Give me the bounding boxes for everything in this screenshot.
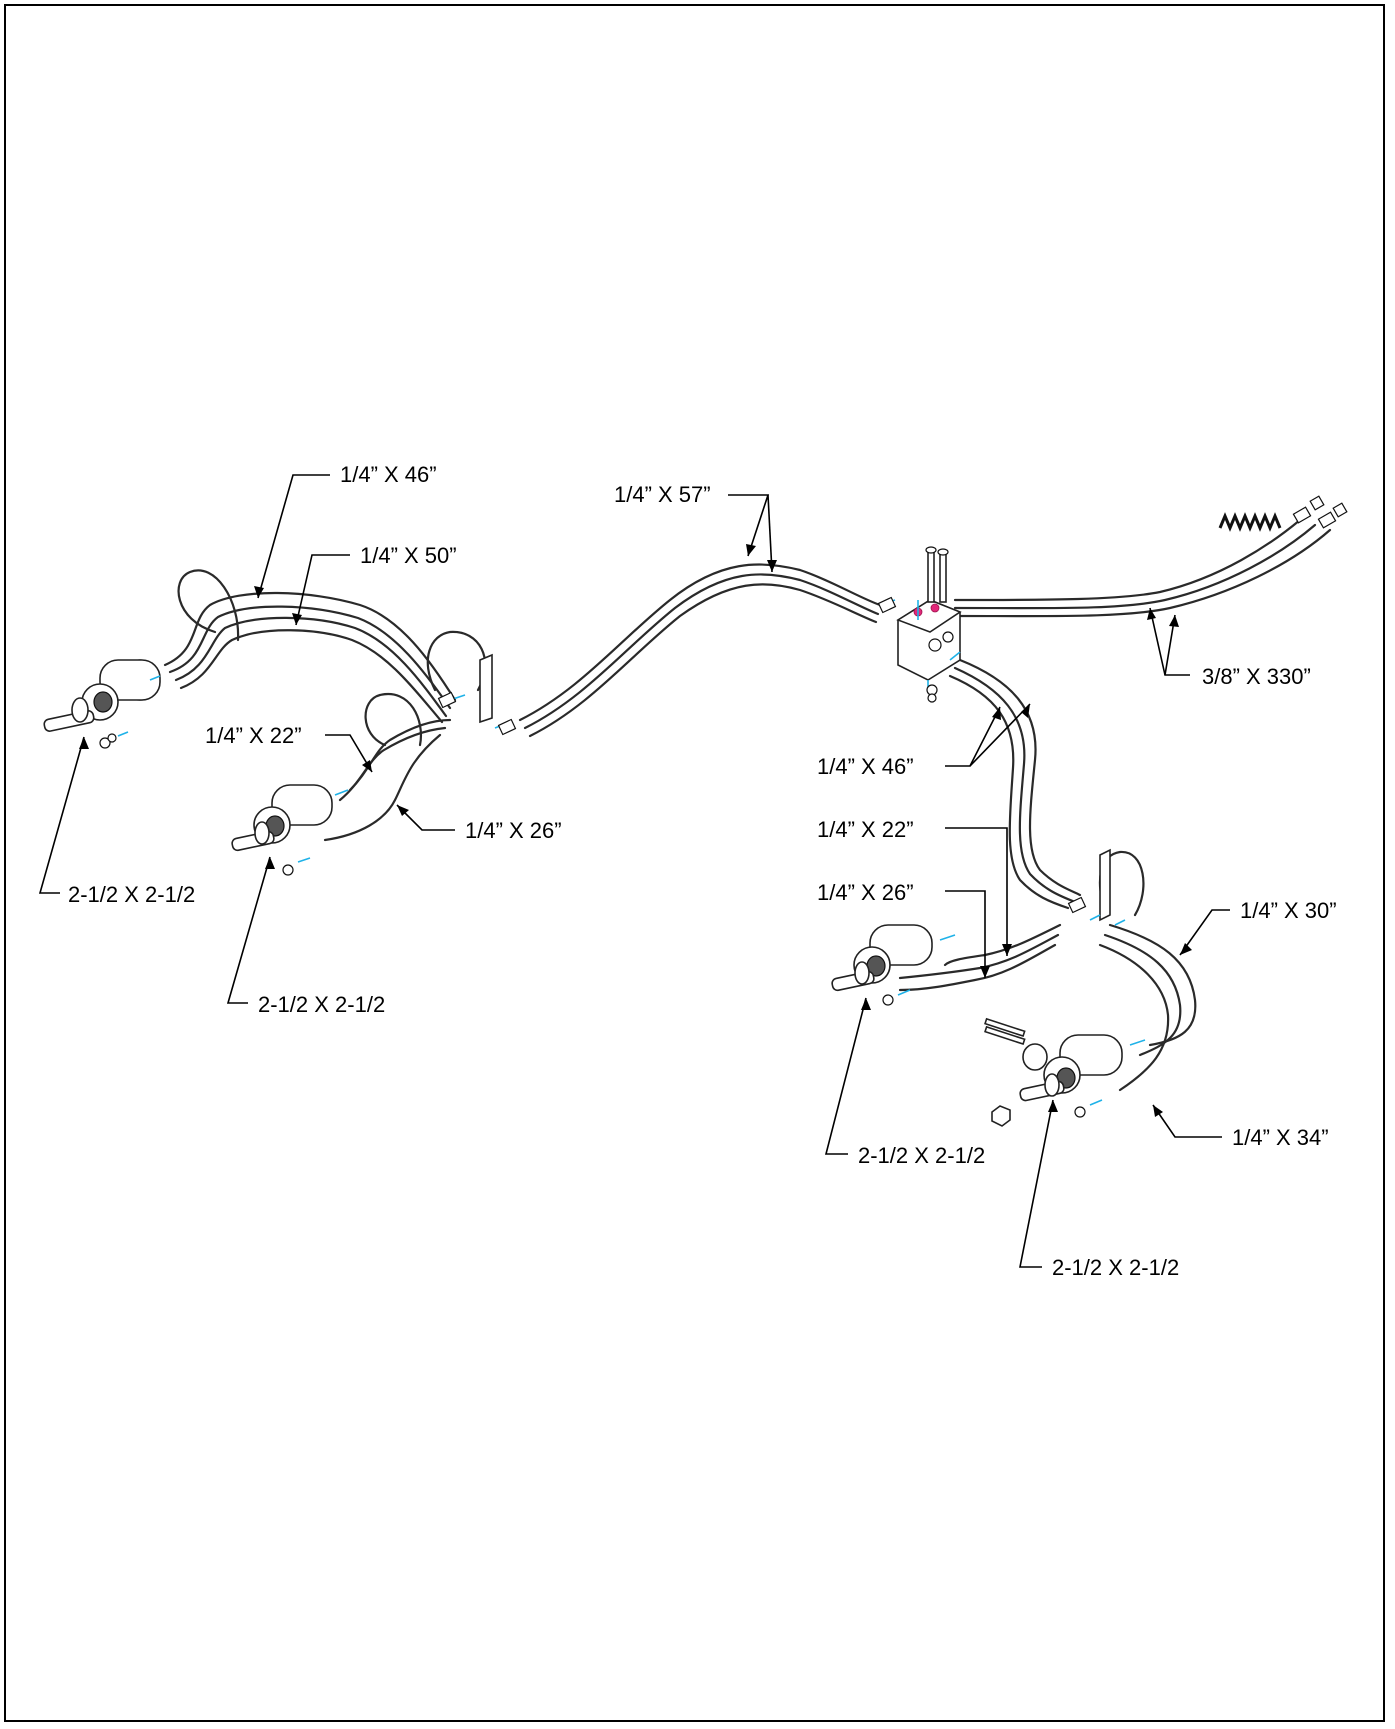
cylinder-left-inner bbox=[231, 784, 349, 876]
hose-end-fittings bbox=[1292, 495, 1348, 529]
hose-lines bbox=[163, 518, 1332, 1092]
fittings bbox=[437, 596, 1126, 926]
manifold-block bbox=[896, 546, 962, 703]
drawing-sheet bbox=[4, 4, 1385, 1722]
label-hose-right-26: 1/4” X 26” bbox=[817, 880, 914, 905]
label-cylinder-left-outer: 2-1/2 X 2-1/2 bbox=[68, 882, 195, 907]
label-hose-right-22: 1/4” X 22” bbox=[817, 817, 914, 842]
cylinder-right-outer bbox=[984, 1017, 1146, 1127]
mount-brackets bbox=[479, 653, 1111, 922]
cylinder-left-outer bbox=[43, 659, 161, 749]
label-hose-left-26: 1/4” X 26” bbox=[465, 818, 562, 843]
label-cylinder-right-outer: 2-1/2 X 2-1/2 bbox=[1052, 1255, 1179, 1280]
label-hose-left-22: 1/4” X 22” bbox=[205, 723, 302, 748]
label-hose-right-34: 1/4” X 34” bbox=[1232, 1125, 1329, 1150]
label-hose-left-46: 1/4” X 46” bbox=[340, 462, 437, 487]
label-hose-left-50: 1/4” X 50” bbox=[360, 543, 457, 568]
label-hose-330: 3/8” X 330” bbox=[1202, 664, 1311, 689]
label-hose-right-46: 1/4” X 46” bbox=[817, 754, 914, 779]
label-cylinder-left-inner: 2-1/2 X 2-1/2 bbox=[258, 992, 385, 1017]
label-hose-57: 1/4” X 57” bbox=[614, 482, 711, 507]
callout-labels: 1/4” X 46” 1/4” X 50” 1/4” X 57” 3/8” X … bbox=[68, 462, 1337, 1280]
leader-lines bbox=[38, 474, 1230, 1268]
cylinder-right-inner bbox=[831, 924, 956, 1006]
label-cylinder-right-inner: 2-1/2 X 2-1/2 bbox=[858, 1143, 985, 1168]
coil-spring bbox=[1218, 512, 1282, 532]
label-hose-right-30: 1/4” X 30” bbox=[1240, 898, 1337, 923]
